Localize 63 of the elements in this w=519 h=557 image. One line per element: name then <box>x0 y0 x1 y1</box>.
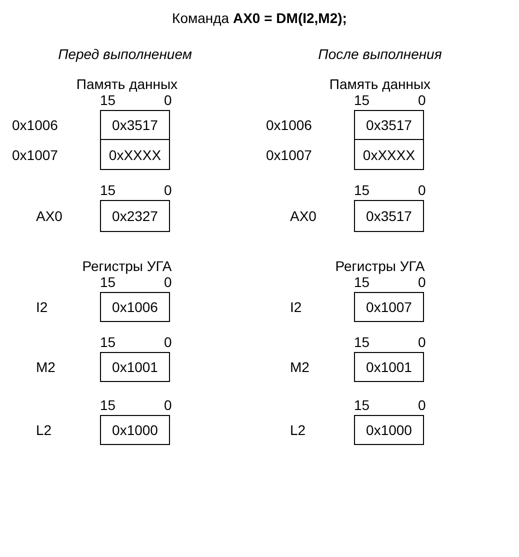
register-box <box>354 140 424 170</box>
register-box <box>100 352 170 382</box>
register-box <box>100 110 170 140</box>
register-box <box>100 292 170 322</box>
register-value: 0xXXXX <box>108 146 162 162</box>
register-box <box>354 292 424 322</box>
register-name: 0x1006 <box>266 117 312 133</box>
register-box <box>100 140 170 170</box>
column-heading: После выполнения <box>317 46 443 62</box>
column-heading: Перед выполнением <box>57 46 193 62</box>
register-box <box>354 200 424 232</box>
register-value: 0x1000 <box>366 422 412 438</box>
register-value: 0x2327 <box>112 208 158 224</box>
bit-number: 15 <box>354 92 370 108</box>
register-value: 0x1001 <box>112 359 158 375</box>
bit-number: 0 <box>418 92 426 108</box>
register-box <box>354 352 424 382</box>
bit-number: 15 <box>354 182 370 198</box>
register-value: 0x1006 <box>112 299 158 315</box>
register-box <box>354 110 424 140</box>
bit-number: 0 <box>164 274 172 290</box>
section-heading: Память данных <box>75 76 179 92</box>
register-box <box>100 415 170 445</box>
bit-number: 15 <box>100 92 116 108</box>
register-name: I2 <box>290 299 302 315</box>
bit-number: 0 <box>164 334 172 350</box>
section-heading: Регистры УГА <box>81 258 173 274</box>
bit-number: 15 <box>354 334 370 350</box>
bit-number: 15 <box>100 334 116 350</box>
register-name: 0x1006 <box>12 117 58 133</box>
bit-number: 0 <box>418 182 426 198</box>
bit-number: 0 <box>418 397 426 413</box>
bit-number: 15 <box>100 182 116 198</box>
bit-number: 15 <box>100 274 116 290</box>
register-value: 0x3517 <box>366 208 412 224</box>
register-value: 0x1007 <box>366 299 412 315</box>
register-name: 0x1007 <box>266 147 312 163</box>
section-heading: Память данных <box>328 76 432 92</box>
register-name: I2 <box>36 299 48 315</box>
register-name: M2 <box>36 359 56 375</box>
register-name: 0x1007 <box>12 147 58 163</box>
register-name: AX0 <box>36 208 62 224</box>
diagram-title: Команда AX0 = DM(I2,M2); <box>171 10 348 26</box>
register-value: 0x3517 <box>366 117 412 133</box>
bit-number: 15 <box>100 397 116 413</box>
register-name: L2 <box>290 422 306 438</box>
register-box <box>100 200 170 232</box>
bit-number: 0 <box>164 397 172 413</box>
register-value: 0x3517 <box>112 117 158 133</box>
register-value: 0x1001 <box>366 359 412 375</box>
register-name: AX0 <box>290 208 316 224</box>
bit-number: 0 <box>164 92 172 108</box>
register-name: L2 <box>36 422 52 438</box>
register-value: 0x1000 <box>112 422 158 438</box>
section-heading: Регистры УГА <box>334 258 426 274</box>
bit-number: 0 <box>164 182 172 198</box>
register-box <box>354 415 424 445</box>
bit-number: 15 <box>354 397 370 413</box>
bit-number: 0 <box>418 274 426 290</box>
register-value: 0xXXXX <box>362 146 416 162</box>
bit-number: 15 <box>354 274 370 290</box>
register-name: M2 <box>290 359 310 375</box>
bit-number: 0 <box>418 334 426 350</box>
